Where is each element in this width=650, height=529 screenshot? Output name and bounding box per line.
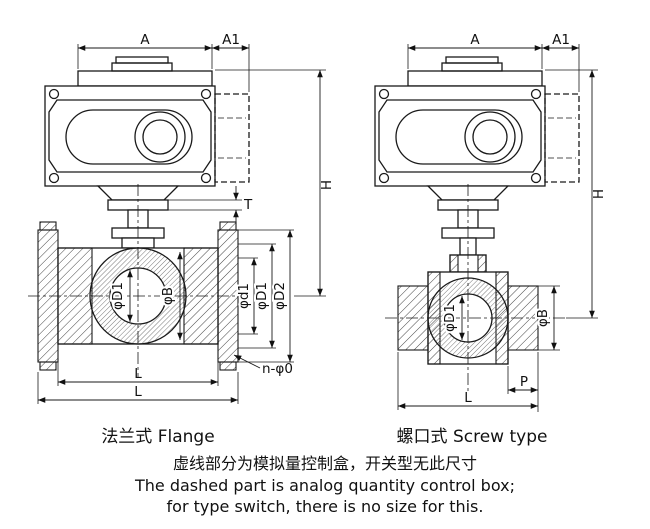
flange-dim-bores: φD1 φB (108, 252, 183, 340)
flange-label-L-overall: L (134, 384, 142, 400)
flange-dim-A: A A1 (77, 32, 250, 92)
screw-label-ball-bore: φD1 (442, 304, 458, 332)
flange-label-flange-od: φD2 (272, 282, 288, 310)
flange-label-A: A (140, 32, 150, 48)
screw-label-H: H (591, 189, 607, 199)
flange-label-H: H (319, 180, 335, 190)
screw-label-A1: A1 (552, 32, 570, 48)
screw-actuator (374, 56, 546, 187)
flange-label-ball-bore: φD1 (110, 282, 126, 310)
flange-label-bolt-holes: n-φ0 (262, 361, 293, 377)
screw-dim-bore: φD1 (440, 296, 465, 340)
flange-dim-H: H (215, 69, 335, 297)
screw-dim-L: L (397, 352, 538, 410)
screw-label-A: A (470, 32, 480, 48)
note-line-en-1: The dashed part is analog quantity contr… (134, 476, 515, 495)
flange-dim-T: T (168, 186, 253, 224)
screw-label-P: P (520, 374, 528, 390)
screw-analog-control-box (544, 93, 580, 183)
flange-label-L-body: L (134, 366, 142, 382)
flange-valve-drawing: A A1 H T φD1 φB (28, 32, 335, 404)
flange-dim-diameters: φd1 φD1 φD2 (234, 229, 294, 363)
flange-dim-bolt-holes: n-φ0 (233, 354, 293, 377)
screw-dim-A: A A1 (407, 32, 580, 92)
flange-label-body-bore: φB (160, 287, 176, 305)
flange-dim-L: L L (37, 346, 239, 404)
flange-actuator (44, 56, 216, 187)
flange-label-A1: A1 (222, 32, 240, 48)
flange-label-raised-face: φd1 (236, 283, 252, 309)
screw-label-body-width: φB (535, 309, 551, 327)
screw-dim-P: P (507, 352, 539, 412)
flange-caption: 法兰式 Flange (101, 427, 214, 447)
flange-analog-control-box (214, 93, 250, 183)
flange-label-T: T (243, 197, 253, 213)
note-line-zh: 虚线部分为模拟量控制盒，开关型无此尺寸 (173, 454, 477, 473)
screw-label-L: L (464, 390, 472, 406)
screw-caption: 螺口式 Screw type (397, 427, 548, 447)
screw-valve-drawing: A A1 H φD1 φB P (374, 32, 607, 412)
screw-dim-phiB: φB (533, 285, 560, 351)
screw-dim-H: H (545, 69, 607, 319)
flange-label-bolt-circle: φD1 (254, 282, 270, 310)
note-line-en-2: for type switch, there is no size for th… (167, 497, 484, 516)
